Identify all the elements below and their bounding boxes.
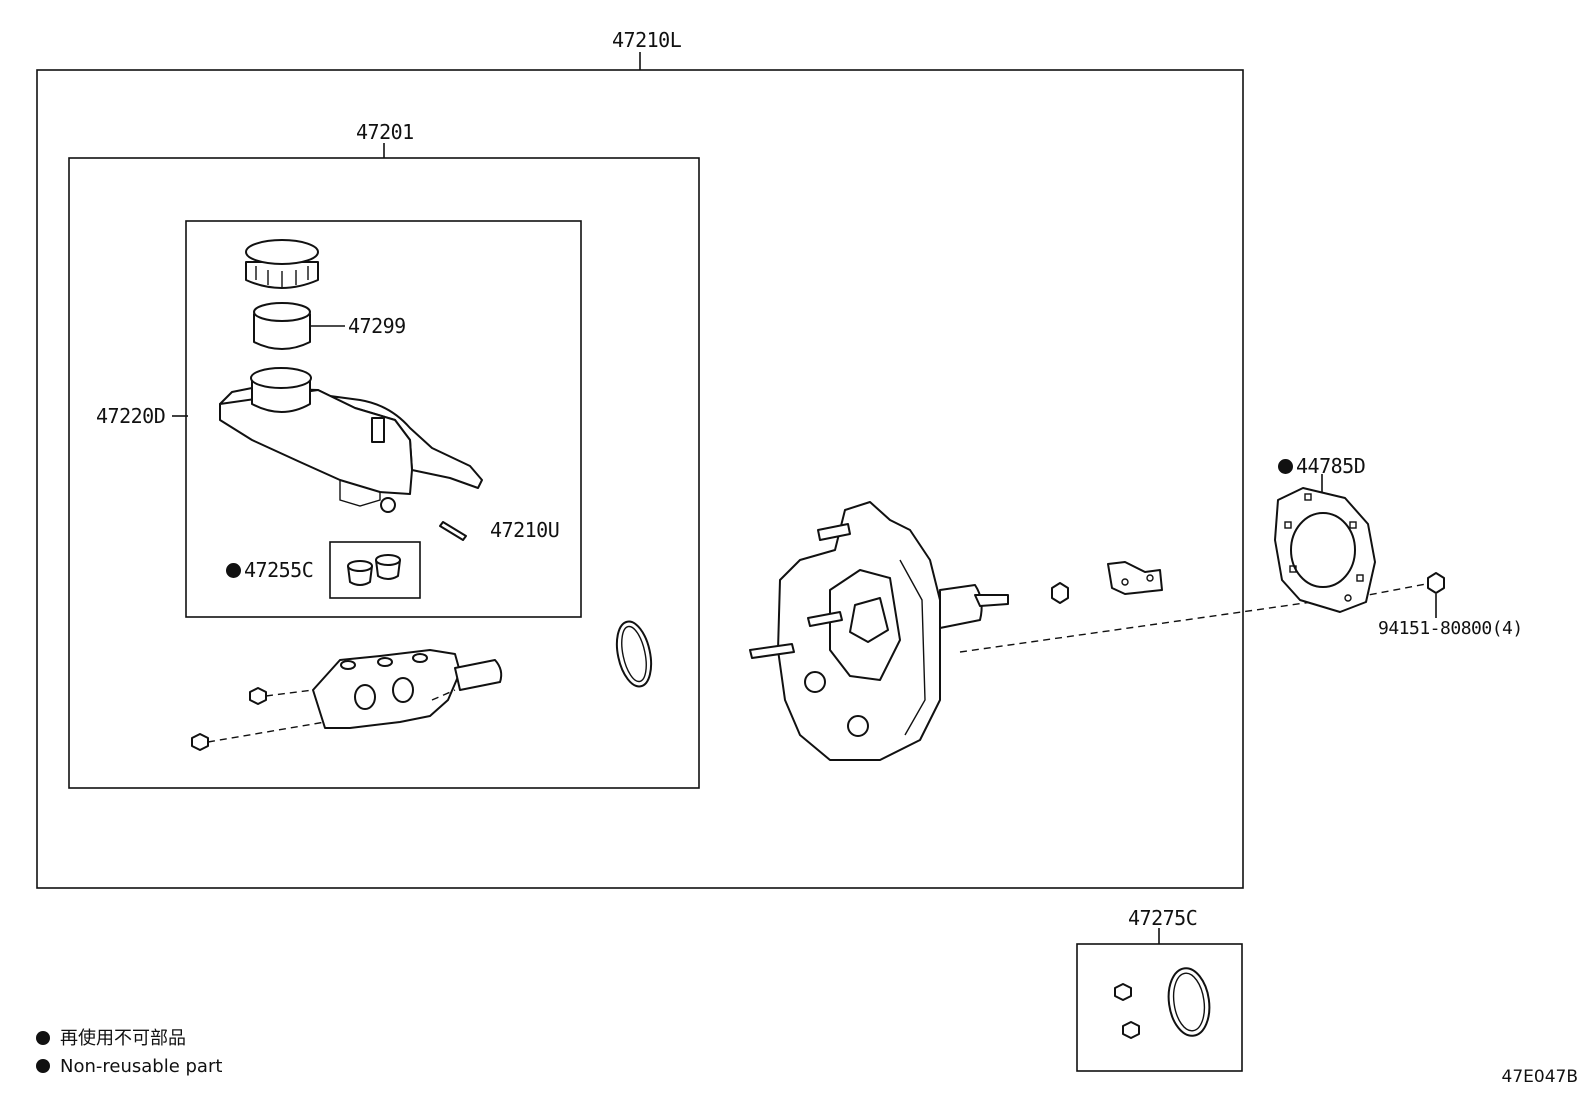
grommet-icon <box>347 554 401 586</box>
o-ring-icon <box>615 620 653 688</box>
o-ring-icon <box>1167 967 1211 1037</box>
legend-ja-text: 再使用不可部品 <box>60 1028 186 1049</box>
cap-ring-icon <box>253 302 311 350</box>
label-47299: 47299 <box>348 314 406 338</box>
label-44785D-text: 44785D <box>1296 454 1366 478</box>
nut-icon <box>1051 582 1069 604</box>
bracket-icon <box>1107 561 1163 595</box>
non-reusable-dot-icon <box>226 563 241 578</box>
legend-dot-icon <box>36 1059 50 1073</box>
label-47255C: 47255C <box>226 558 314 582</box>
label-47210L: 47210L <box>612 28 682 52</box>
label-47220D: 47220D <box>96 404 166 428</box>
nut-icon <box>1427 572 1445 594</box>
legend-en-text: Non-reusable part <box>60 1056 223 1077</box>
diagram-code: 47E047B <box>1501 1067 1578 1087</box>
label-47201: 47201 <box>356 120 414 144</box>
non-reusable-dot-icon <box>1278 459 1293 474</box>
reservoir-cap-icon <box>245 239 319 289</box>
brake-booster-icon <box>749 501 1009 761</box>
reservoir-frame <box>185 220 582 618</box>
label-47275C: 47275C <box>1128 906 1198 930</box>
master-cylinder-body-icon <box>312 649 503 729</box>
label-44785D: 44785D <box>1278 454 1366 478</box>
nut-icon <box>191 687 267 751</box>
nut-icon <box>1114 983 1140 1039</box>
label-47210U: 47210U <box>490 518 560 542</box>
pin-icon <box>439 521 467 541</box>
gasket-icon <box>1274 487 1376 613</box>
label-94151-80800: 94151-80800(4) <box>1378 618 1523 639</box>
assembly-frame <box>36 69 1244 889</box>
legend-line-ja: 再使用不可部品 <box>36 1030 186 1048</box>
reservoir-tank-icon <box>219 367 483 513</box>
repair-kit-frame <box>1076 943 1243 1072</box>
grommet-frame <box>329 541 421 599</box>
legend-line-en: Non-reusable part <box>36 1058 222 1076</box>
legend-dot-icon <box>36 1031 50 1045</box>
label-47255C-text: 47255C <box>244 558 314 582</box>
